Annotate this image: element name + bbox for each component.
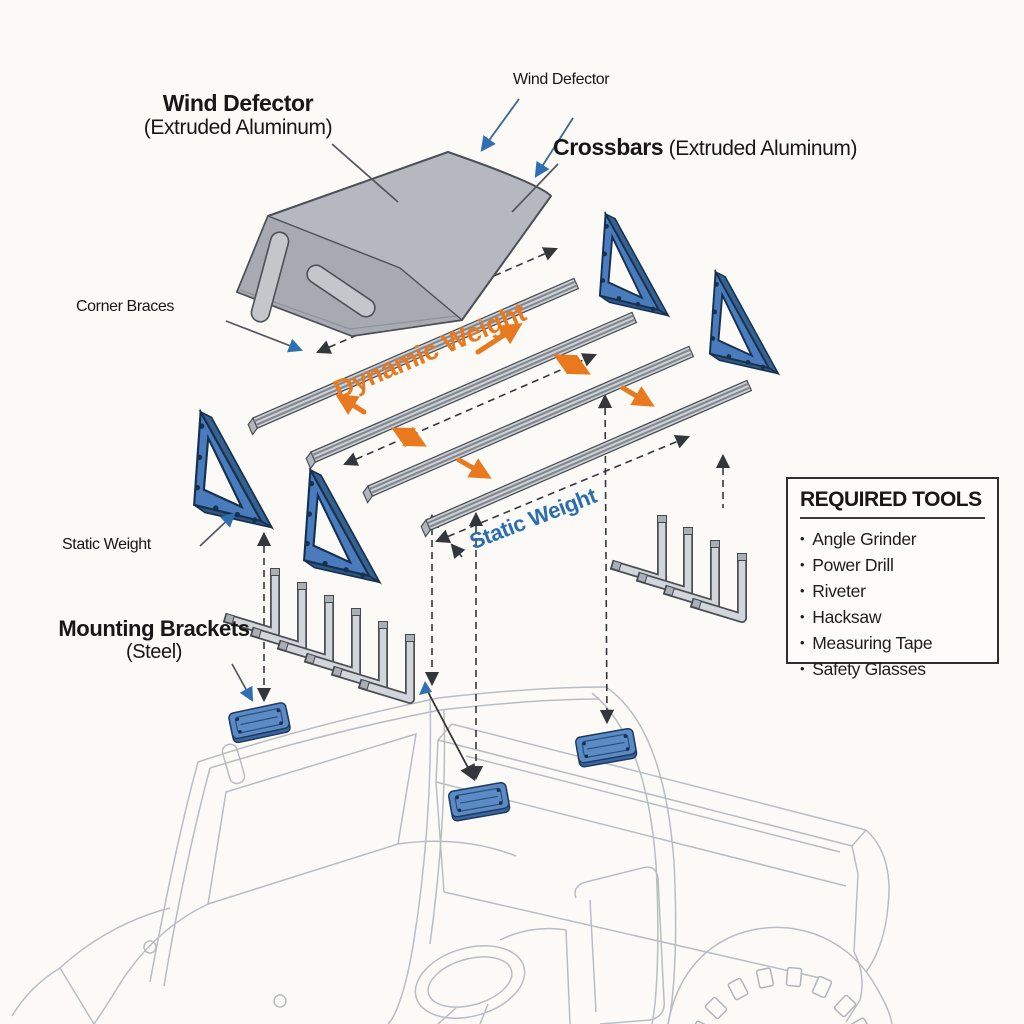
static-weight-connector (450, 543, 466, 560)
required-tools-list: Angle Grinder Power Drill Riveter Hacksa… (800, 526, 985, 682)
tool-item: Angle Grinder (800, 526, 985, 552)
label-wind-deflector-title: Wind Defector (162, 90, 314, 116)
label-wind-deflector: Wind Defector (Extruded Aluminum) (85, 90, 391, 141)
mounting-plate-arrow (427, 691, 476, 782)
mounting-brackets-arrow (231, 663, 254, 702)
corner-brace (598, 213, 670, 317)
blue-arrowhead (419, 681, 432, 695)
tool-item: Measuring Tape (800, 630, 985, 656)
tool-item: Power Drill (800, 552, 985, 578)
label-crossbars-title: Crossbars (553, 134, 664, 160)
tool-item: Safety Glasses (800, 656, 985, 682)
corner-brace (193, 410, 274, 529)
label-wind-deflector-material: (Extruded Aluminum) (143, 116, 333, 140)
orange-weight-arrows (335, 323, 655, 479)
deflector-leader-line (331, 143, 399, 203)
deflector-blue-arrow (534, 117, 574, 178)
crossbars-leader-line (511, 163, 559, 213)
deflector-blue-arrow (480, 98, 520, 152)
required-tools-box: REQUIRED TOOLS Angle Grinder Power Drill… (786, 477, 999, 679)
mounting-plates (227, 701, 639, 823)
label-static-weight: Static Weight (62, 536, 151, 553)
wind-deflector (236, 151, 552, 337)
tool-item: Hacksaw (800, 604, 985, 630)
label-mounting-brackets-material: (Steel) (125, 641, 183, 664)
mounting-brackets-row-left (224, 569, 414, 700)
label-crossbars: Crossbars (Extruded Aluminum) (553, 134, 858, 161)
label-crossbars-material: (Extruded Aluminum) (663, 137, 858, 160)
vehicle-line-art (11, 686, 893, 1024)
label-wind-deflector-right: Wind Defector (513, 71, 610, 88)
label-mounting-brackets-title: Mounting Brackets (58, 616, 250, 641)
mounting-plate (574, 727, 639, 769)
label-mounting-brackets: Mounting Brackets (Steel) (56, 616, 252, 664)
crossbar (418, 379, 754, 538)
static-weight-arrow (199, 512, 236, 547)
required-tools-title: REQUIRED TOOLS (800, 488, 985, 519)
label-corner-braces: Corner Braces (76, 298, 174, 315)
corner-brace (708, 271, 780, 375)
corner-braces-arrow (225, 320, 304, 353)
pointer-arrows (199, 98, 574, 782)
mounting-brackets-row-right (611, 516, 746, 619)
tire-treads (690, 966, 871, 1024)
tool-item: Riveter (800, 578, 985, 604)
